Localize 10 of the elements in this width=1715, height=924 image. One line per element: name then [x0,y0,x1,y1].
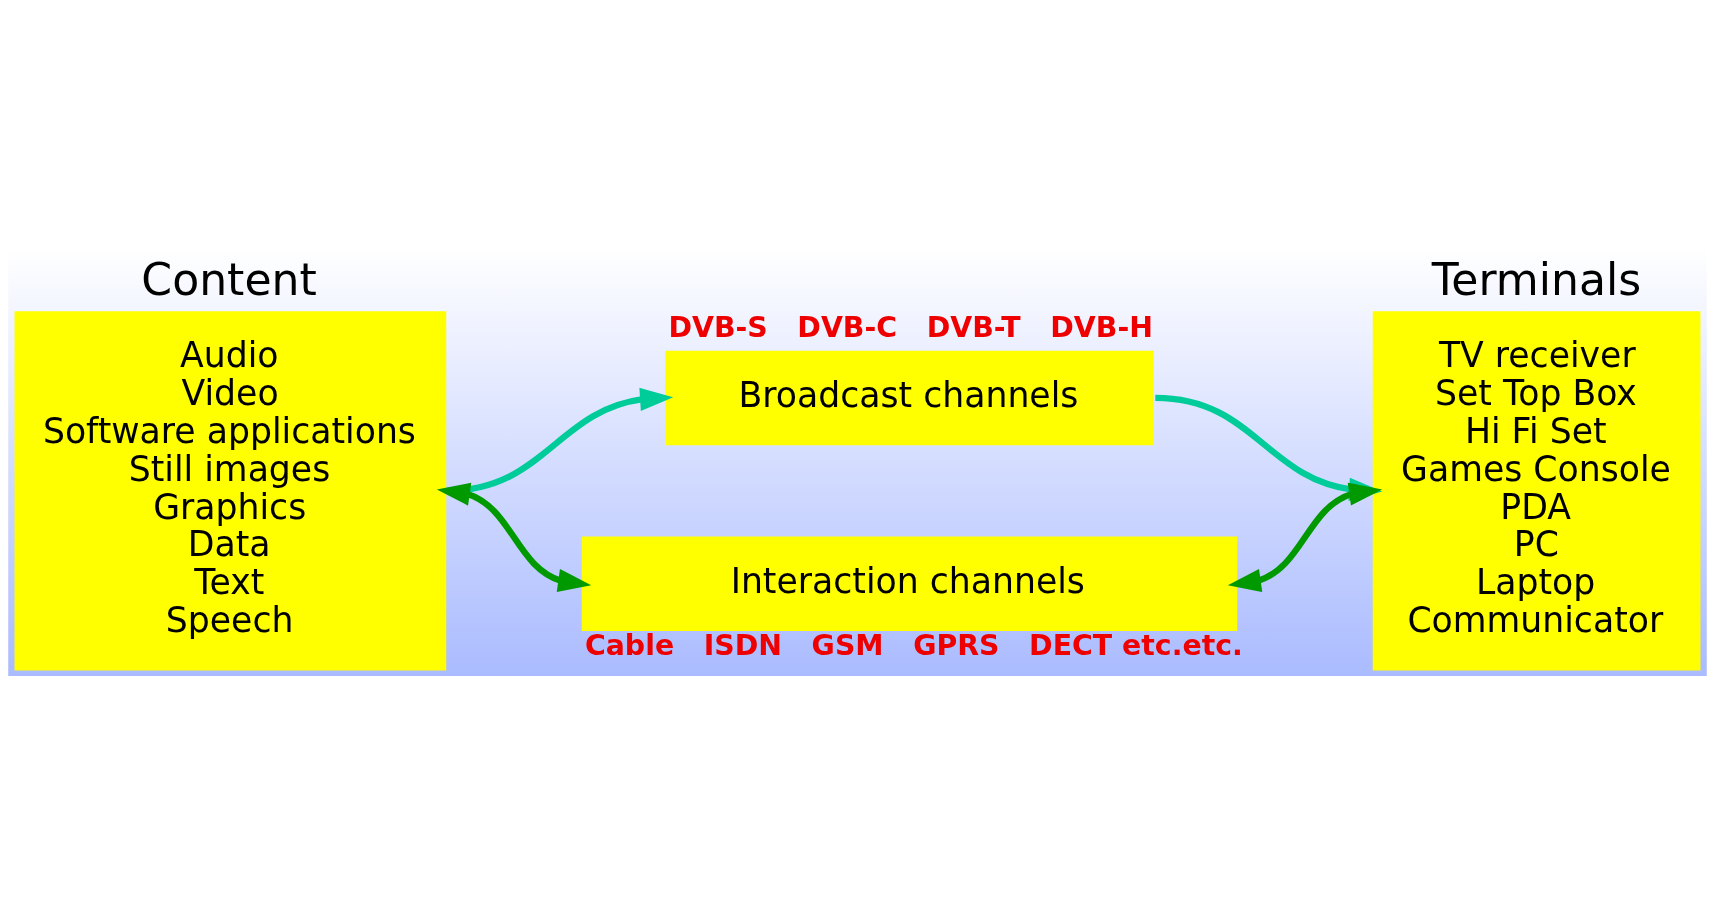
node-box: TV receiver Set Top Box Hi Fi Set Games Console PDA PC Laptop Communicator [1372,310,1701,670]
node-label: Content [141,253,317,305]
arrow [1227,482,1383,592]
node-box: Interaction channels [581,536,1238,631]
node-label: Cable ISDN GSM GPRS DECT etc.etc. [584,628,1243,662]
node-label: DVB-S DVB-C DVB-T DVB-H [668,310,1153,344]
node-box: Audio Video Software applications Still images Graphics Data Text Speech [14,310,447,670]
node-box: Broadcast channels [665,350,1154,445]
arrow [436,482,592,592]
node-label: Terminals [1431,253,1642,305]
